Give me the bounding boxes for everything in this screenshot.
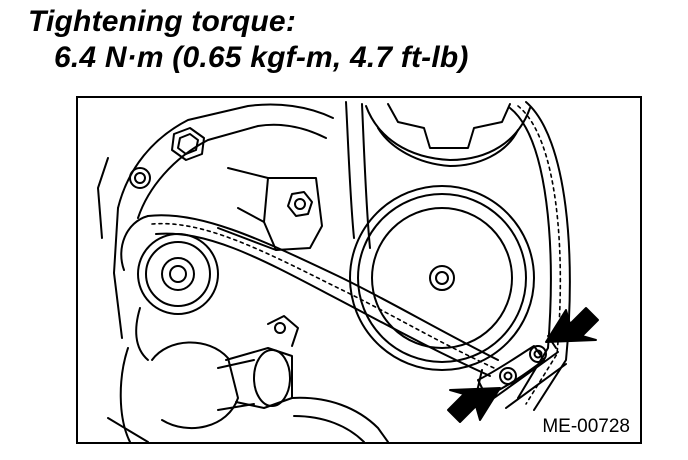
engine-block	[97, 103, 334, 442]
figure-code: ME-00728	[540, 416, 632, 438]
arrow-lower-left	[447, 387, 501, 423]
hex-bolt-upper-left	[171, 127, 205, 161]
torque-value: 6.4 N·m (0.65 kgf-m, 4.7 ft-lb)	[54, 41, 469, 74]
arrow-upper-right	[545, 307, 599, 343]
stud-left	[129, 167, 151, 189]
torque-label: Tightening torque:	[28, 5, 297, 38]
engine-diagram: ME-00728	[76, 96, 642, 444]
belt-cover-plate	[475, 335, 567, 409]
mounting-bracket	[217, 167, 323, 251]
upper-sprocket	[345, 101, 531, 249]
tensioner-pulley	[137, 233, 219, 315]
torque-heading: Tightening torque: 6.4 N·m (0.65 kgf-m, …	[28, 4, 469, 76]
lower-pipes	[107, 396, 389, 442]
lower-idler-housing	[151, 315, 299, 430]
main-pulley	[349, 185, 535, 371]
timing-belt	[120, 101, 571, 411]
